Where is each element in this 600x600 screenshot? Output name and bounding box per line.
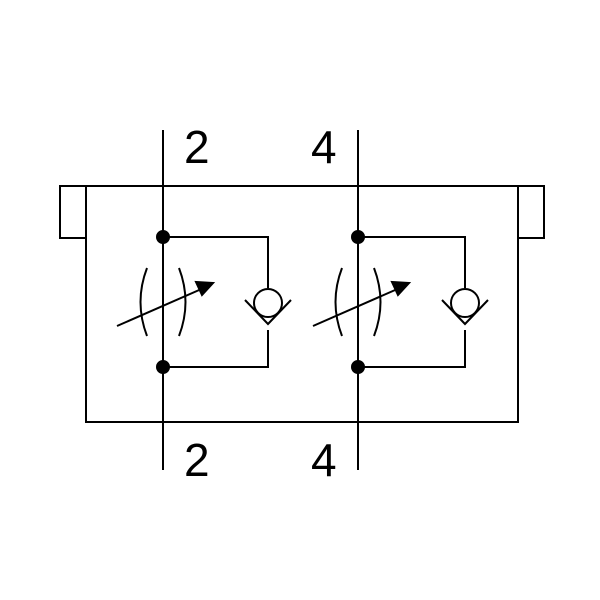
junction-dot <box>156 230 170 244</box>
right-mounting-tab <box>517 185 545 239</box>
bypass-line <box>358 330 466 368</box>
junction-dot <box>351 360 365 374</box>
adjust-arrow <box>312 286 403 327</box>
bypass-line <box>163 330 269 368</box>
throttle-arc-left <box>334 267 343 337</box>
throttle-arc-right <box>373 267 382 337</box>
port-label-bottom-2: 2 <box>184 434 210 486</box>
port-label-top-4: 4 <box>311 121 337 173</box>
throttle-check-valve-1 <box>116 230 292 374</box>
check-seat <box>244 299 292 326</box>
adjust-arrow-head <box>390 280 412 297</box>
check-ball <box>253 288 283 318</box>
valve-body <box>85 185 519 423</box>
adjust-arrow <box>116 286 207 327</box>
throttle-check-valve-2 <box>312 230 489 374</box>
junction-dot <box>156 360 170 374</box>
throttle-arc-left <box>139 267 148 337</box>
port-label-bottom-4: 4 <box>311 434 337 486</box>
check-seat <box>441 299 489 326</box>
check-ball <box>450 288 480 318</box>
port-label-top-2: 2 <box>184 121 210 173</box>
bypass-line <box>358 236 466 288</box>
bypass-line <box>163 236 269 288</box>
throttle-arc-right <box>178 267 187 337</box>
left-mounting-tab <box>59 185 87 239</box>
junction-dot <box>351 230 365 244</box>
adjust-arrow-head <box>194 280 216 297</box>
